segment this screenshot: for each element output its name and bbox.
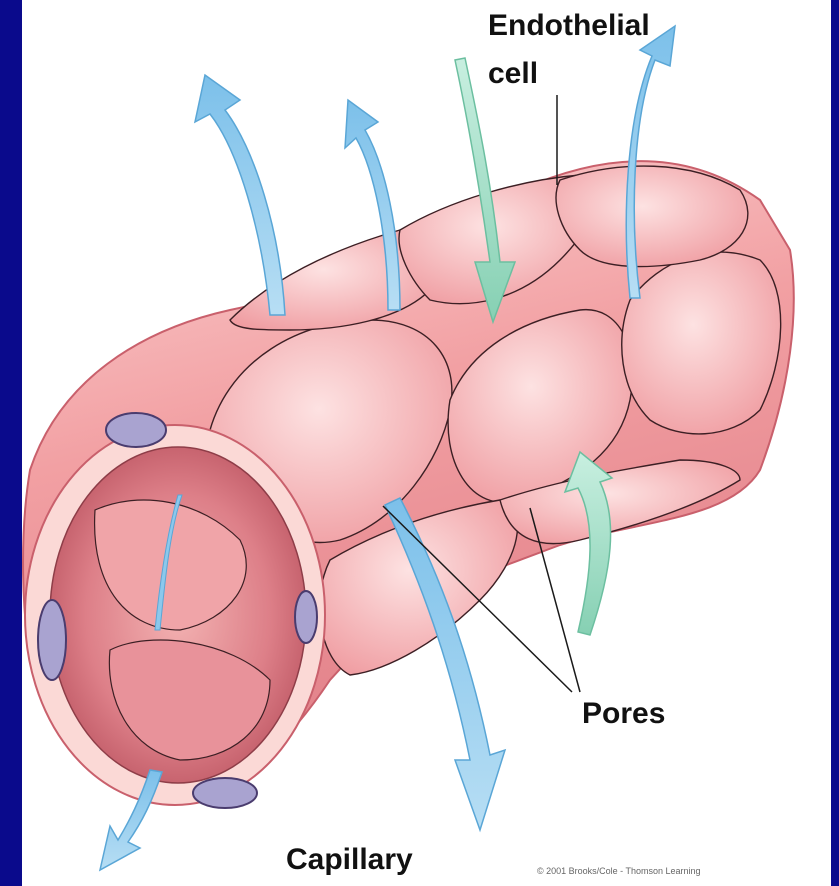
nucleus-left	[38, 600, 66, 680]
cell-label: cell	[488, 56, 538, 92]
outflow-arrow-1	[195, 75, 285, 315]
cell-panel-6	[556, 166, 748, 267]
nucleus-bottom	[193, 778, 257, 808]
pores-label: Pores	[582, 696, 665, 732]
nucleus-right	[295, 591, 317, 643]
copyright-credit: © 2001 Brooks/Cole - Thomson Learning	[537, 866, 701, 876]
endothelial-label: Endothelial	[488, 8, 650, 44]
inflow-arrow-2	[565, 452, 612, 635]
capillary-label: Capillary	[286, 842, 413, 878]
nucleus-top	[106, 413, 166, 447]
